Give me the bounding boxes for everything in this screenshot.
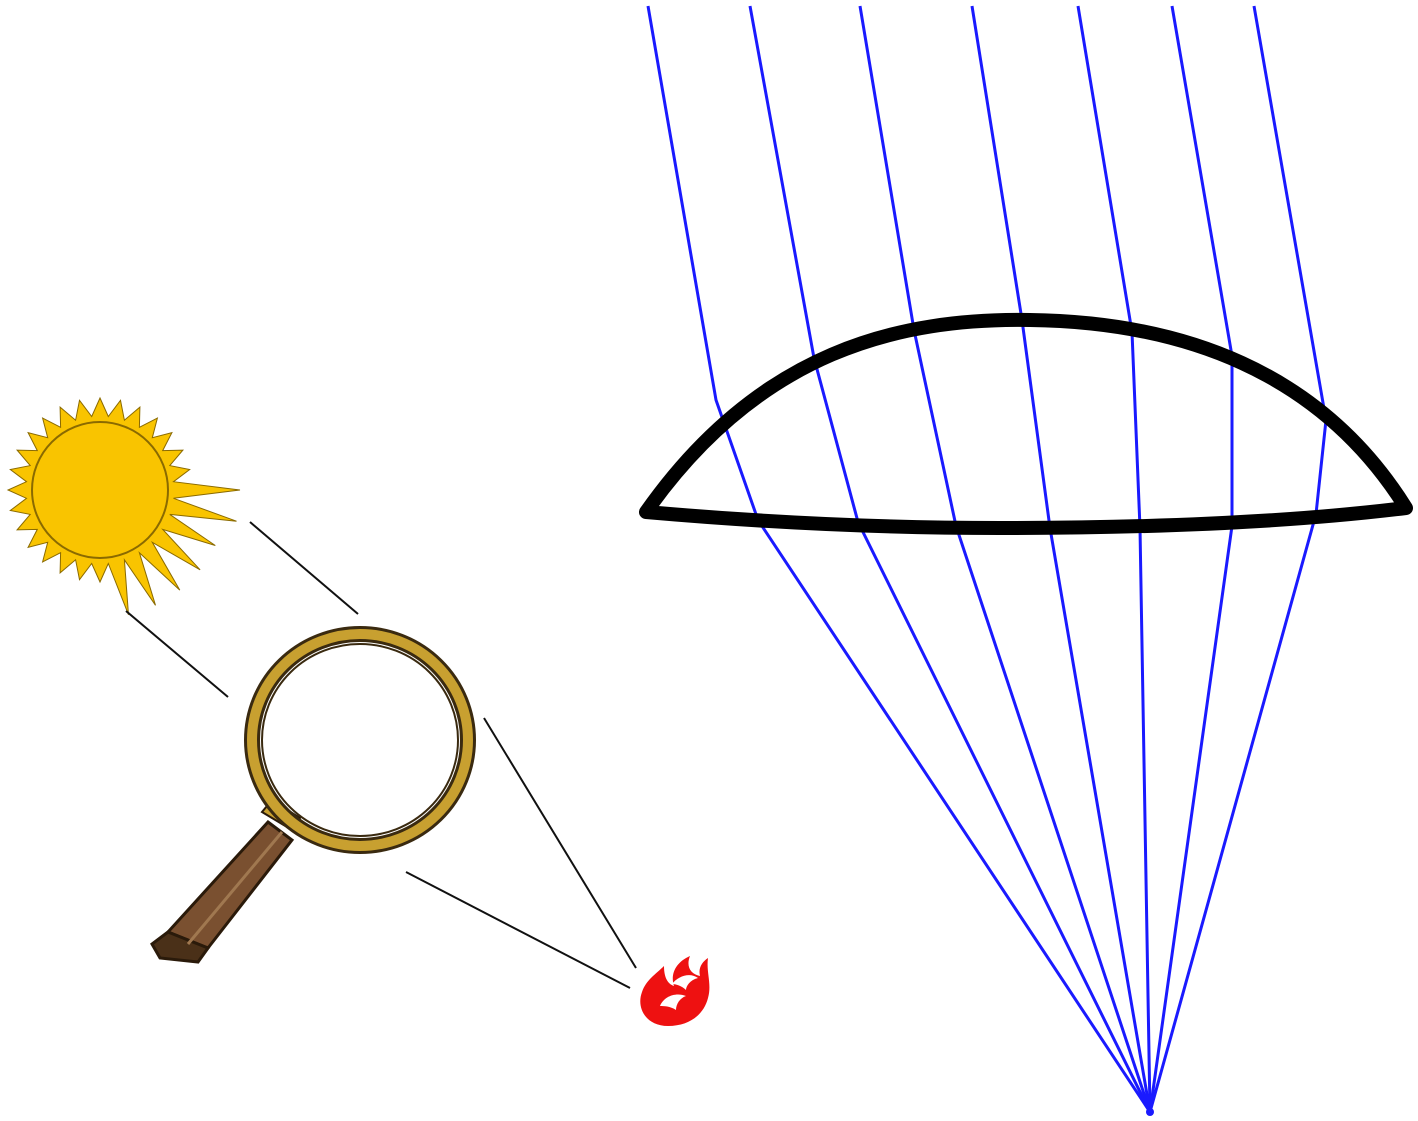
- flame-icon: [640, 956, 709, 1026]
- light-ray: [1078, 6, 1150, 1112]
- sun-to-lens-line-upper: [250, 522, 358, 614]
- magnifying-glass-icon: [152, 634, 468, 962]
- lens-to-fire-line-upper: [484, 718, 636, 968]
- light-ray: [972, 6, 1150, 1112]
- focal-point: [1146, 1108, 1154, 1116]
- sun-to-lens-line-lower: [126, 611, 228, 697]
- burning-glass-illustration: [8, 398, 709, 1026]
- lens-to-fire-line-lower: [406, 872, 630, 988]
- light-ray: [648, 6, 1150, 1112]
- magnifier-glass: [262, 644, 458, 836]
- light-rays: [648, 6, 1326, 1112]
- sun-icon: [8, 398, 240, 615]
- light-ray: [1150, 6, 1232, 1112]
- sun-disc: [32, 422, 168, 558]
- light-ray: [1150, 6, 1326, 1112]
- magnifier-handle: [152, 800, 300, 962]
- lens-ray-diagram: [646, 6, 1406, 1116]
- light-ray: [750, 6, 1150, 1112]
